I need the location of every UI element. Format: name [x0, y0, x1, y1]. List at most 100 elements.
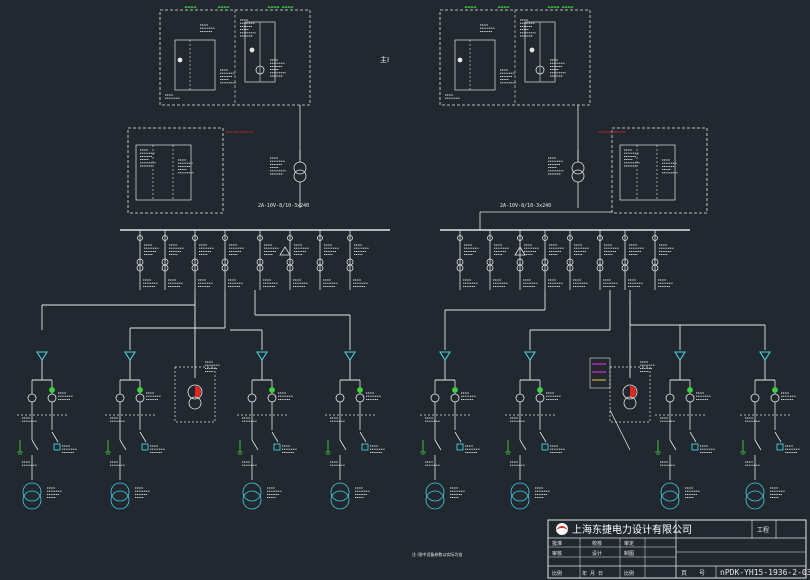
note-text: 注:图中设备参数以实际为准 — [412, 551, 462, 557]
page-mark-1: 页 — [681, 570, 687, 577]
tb-r0c1: 校核 — [592, 540, 602, 547]
ct-symbol — [47, 393, 57, 403]
breaker-symbol — [137, 235, 143, 241]
pt-cabinet-frame — [174, 366, 216, 423]
ct-symbol — [191, 264, 199, 272]
ct-symbol — [665, 393, 675, 403]
ct-symbol — [115, 393, 125, 403]
transformer-icon — [22, 490, 42, 510]
transformer-icon — [745, 482, 765, 502]
indicator-icon — [687, 387, 693, 393]
transformer-icon — [242, 490, 262, 510]
fuse-icon — [776, 443, 784, 451]
relay-box — [454, 39, 496, 91]
switch-blade — [271, 431, 279, 443]
green-mark — [270, 6, 274, 9]
wire — [619, 429, 631, 451]
fuse-icon — [691, 443, 699, 451]
ct-symbol — [247, 393, 257, 403]
breaker-symbol — [517, 235, 523, 241]
transformer-icon — [110, 490, 130, 510]
green-mark — [467, 6, 471, 9]
transformer-icon — [330, 490, 350, 510]
switch-blade — [251, 439, 259, 451]
node — [177, 57, 183, 63]
transformer-icon — [22, 482, 42, 502]
earth-icon — [740, 451, 746, 455]
node — [457, 57, 463, 63]
green-mark — [187, 6, 191, 9]
company-name: 上海东捷电力设计有限公司 — [572, 523, 692, 536]
pt-cabinet-frame — [609, 366, 651, 423]
ct-symbol — [770, 393, 780, 403]
tb-r2c0: 比例 — [552, 570, 562, 577]
tb-r0c0: 批准 — [552, 540, 562, 547]
cable-termination-icon — [36, 351, 48, 362]
fuse-icon — [456, 443, 464, 451]
ct-symbol — [135, 393, 145, 403]
ct-symbol — [685, 393, 695, 403]
breaker-symbol — [652, 235, 658, 241]
transformer-icon — [510, 482, 530, 502]
breaker-symbol — [347, 235, 353, 241]
ct-symbol — [335, 393, 345, 403]
legend-box — [589, 357, 611, 389]
green-mark — [184, 6, 188, 9]
breaker-symbol — [257, 235, 263, 241]
fuse-icon — [273, 443, 281, 451]
node — [249, 47, 255, 53]
transformer-icon — [330, 482, 350, 502]
green-mark — [564, 6, 568, 9]
green-mark — [570, 6, 574, 9]
breaker-symbol — [567, 235, 573, 241]
transformer-icon — [242, 482, 262, 502]
title-block: 上海东捷电力设计有限公司 工程 nPDK-YH15-1936-2-03 页 号 … — [547, 519, 810, 579]
ct-symbol — [256, 264, 264, 272]
tb-r2c1: 年 月 日 — [582, 570, 603, 577]
green-mark — [500, 6, 504, 9]
breaker-symbol — [317, 235, 323, 241]
green-mark — [190, 6, 194, 9]
transformer-icon — [623, 396, 637, 410]
switch-blade — [689, 431, 697, 443]
switch-blade — [434, 439, 442, 451]
fuse-icon — [141, 443, 149, 451]
green-mark — [550, 6, 554, 9]
mid-cabinet-right — [611, 127, 708, 214]
tb-r2c2: 比例 — [624, 570, 634, 577]
green-mark — [464, 6, 468, 9]
ct-symbol — [286, 264, 294, 272]
ct-symbol — [430, 393, 440, 403]
earth-icon — [237, 451, 243, 455]
breaker-symbol — [287, 235, 293, 241]
green-mark — [273, 6, 277, 9]
ct-symbol — [515, 393, 525, 403]
transformer-icon — [510, 490, 530, 510]
company-logo — [556, 523, 568, 535]
ct-symbol — [136, 264, 144, 272]
green-mark — [556, 6, 560, 9]
tb-r1c2: 制图 — [624, 550, 634, 557]
indicator-icon — [49, 387, 55, 393]
pt-transformer-left — [293, 169, 307, 183]
tb-r0c2: 审定 — [624, 540, 634, 547]
transformer-icon — [660, 482, 680, 502]
switch-blade — [359, 431, 367, 443]
green-mark — [276, 6, 280, 9]
fuse-icon — [541, 443, 549, 451]
breaker-symbol — [597, 235, 603, 241]
busbar-label-right: 2A-10V-8/10-3x240 — [500, 203, 551, 209]
cable-termination-icon — [439, 351, 451, 362]
ct-symbol — [450, 393, 460, 403]
indicator-icon — [357, 387, 363, 393]
cable-termination-icon — [524, 351, 536, 362]
switch-symbol — [535, 65, 545, 75]
ct-symbol — [161, 264, 169, 272]
switch-blade — [339, 439, 347, 451]
tb-r1c0: 审核 — [552, 550, 562, 557]
transformer-icon — [188, 396, 202, 410]
switch-blade — [669, 439, 677, 451]
transformer-icon — [110, 482, 130, 502]
green-mark — [226, 6, 230, 9]
